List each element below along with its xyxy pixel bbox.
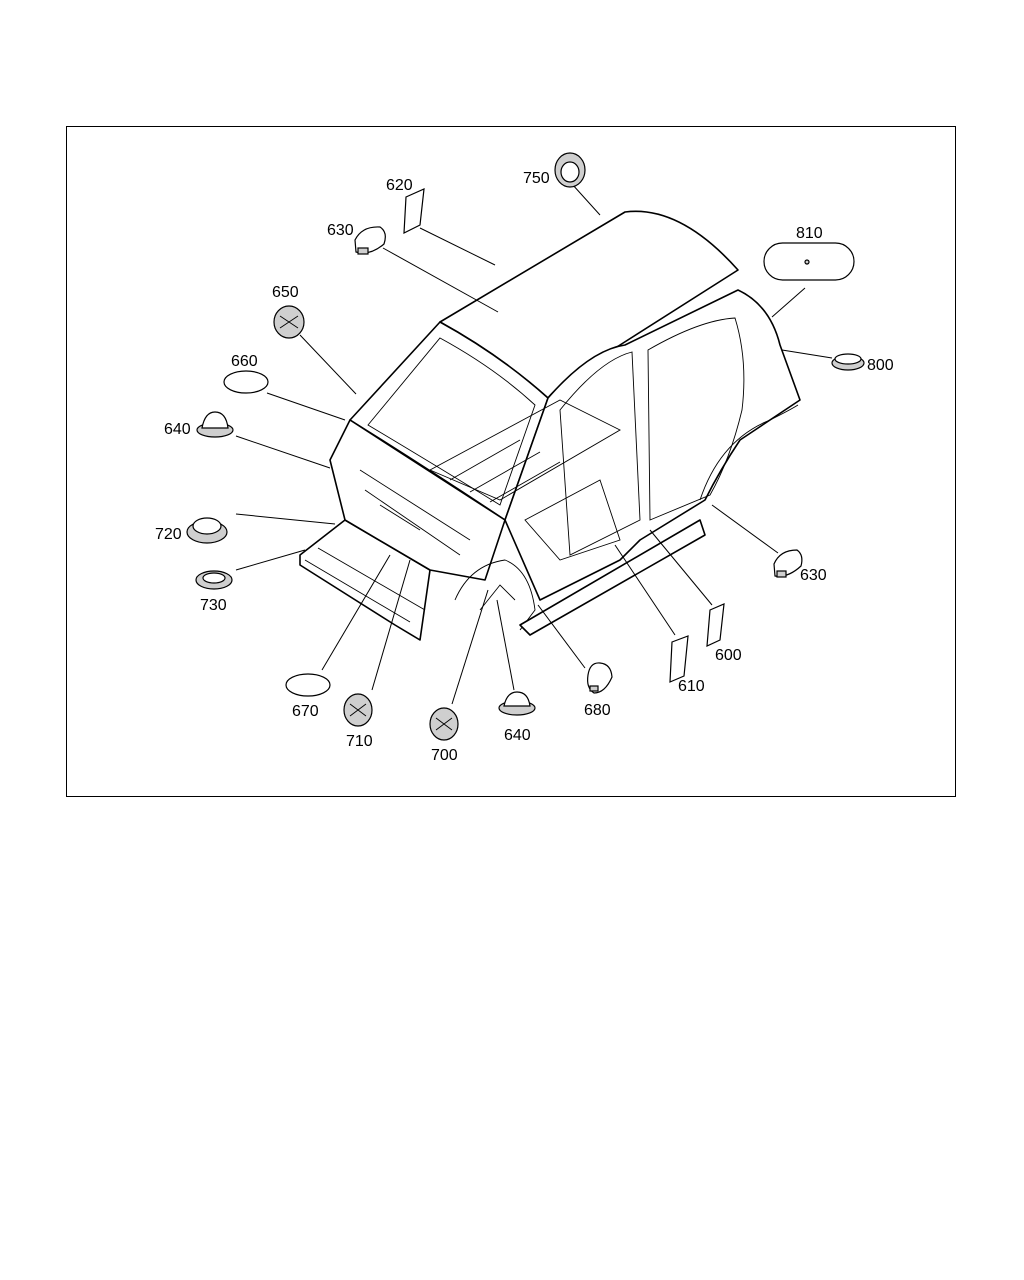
- small-parts: [186, 152, 865, 741]
- grommet-750: [554, 152, 586, 188]
- clip-630-right: [773, 549, 803, 578]
- plug-640-left: [196, 411, 234, 438]
- callout-620: 620: [386, 177, 413, 194]
- pad-670: [285, 673, 331, 697]
- callout-750: 750: [523, 170, 550, 187]
- clip-630-top: [354, 226, 386, 255]
- callout-610: 610: [678, 678, 705, 695]
- callout-810: 810: [796, 225, 823, 242]
- callout-670: 670: [292, 703, 319, 720]
- diagram-frame: [66, 126, 956, 797]
- callout-680: 680: [584, 702, 611, 719]
- plug-720: [186, 517, 228, 544]
- plug-710: [343, 693, 373, 727]
- car-body-shell: [299, 210, 801, 641]
- callout-800: 800: [867, 357, 894, 374]
- plug-640-bottom: [498, 691, 536, 716]
- callout-720: 720: [155, 526, 182, 543]
- callout-650: 650: [272, 284, 299, 301]
- callout-labels: 600 610 620 630 630 640 640 650 660 670 …: [155, 170, 894, 764]
- callout-640-left: 640: [164, 421, 191, 438]
- callout-630-right: 630: [800, 567, 827, 584]
- callout-600: 600: [715, 647, 742, 664]
- pad-620: [403, 188, 425, 234]
- pad-610: [669, 635, 689, 683]
- plug-650: [273, 305, 305, 339]
- callout-640-bottom: 640: [504, 727, 531, 744]
- callout-700: 700: [431, 747, 458, 764]
- leader-lines: [235, 183, 833, 705]
- callout-660: 660: [231, 353, 258, 370]
- plug-700: [429, 707, 459, 741]
- callout-730: 730: [200, 597, 227, 614]
- callout-710: 710: [346, 733, 373, 750]
- pad-600: [706, 603, 725, 647]
- pad-810: [763, 242, 855, 281]
- grommet-730: [195, 570, 233, 590]
- plug-800: [831, 353, 865, 371]
- pad-660: [223, 370, 269, 394]
- callout-630-top: 630: [327, 222, 354, 239]
- clip-680: [587, 662, 613, 694]
